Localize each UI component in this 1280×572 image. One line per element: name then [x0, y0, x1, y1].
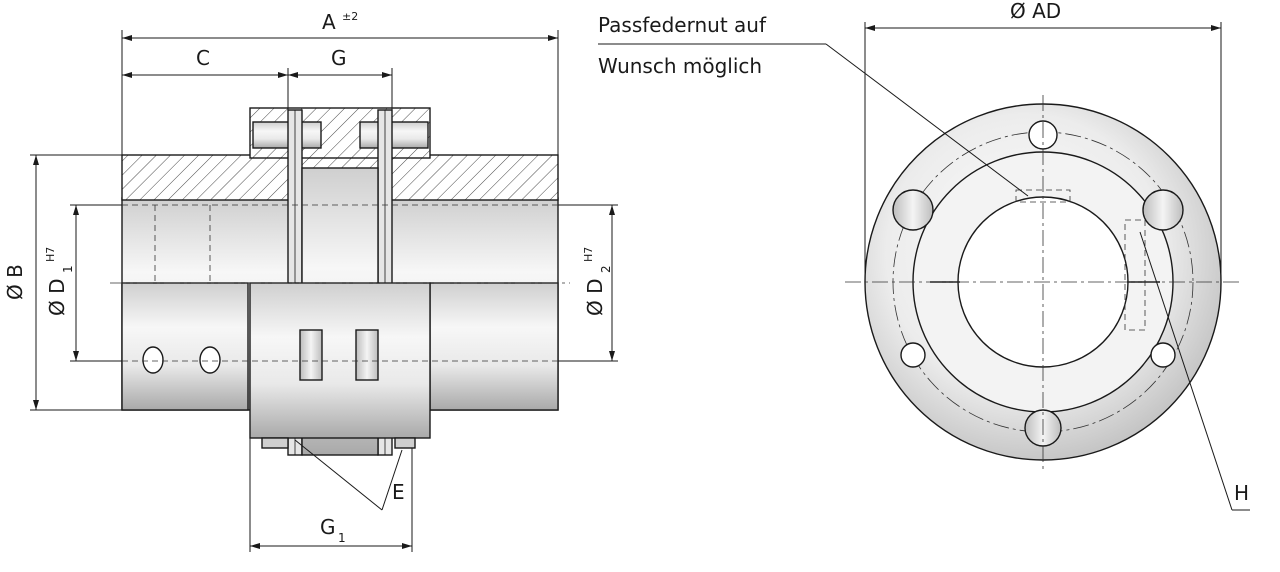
- bolt-hole-left-top: [892, 189, 934, 231]
- note-line-2: Wunsch möglich: [598, 54, 762, 78]
- dimensions-side: [30, 30, 618, 552]
- svg-text:Ø D: Ø D: [583, 279, 607, 317]
- bolt-top-right: [359, 121, 429, 149]
- svg-text:H7: H7: [582, 247, 595, 262]
- clamp-hub-left: [121, 282, 249, 411]
- svg-text:H7: H7: [44, 247, 57, 262]
- clamp-hole-2: [199, 346, 221, 374]
- side-view: [110, 107, 570, 456]
- nut-lower-right: [355, 329, 379, 381]
- label-C: C: [196, 46, 210, 70]
- label-H: H: [1234, 481, 1249, 505]
- keyway-right: [1124, 219, 1146, 331]
- svg-text:Ø D: Ø D: [45, 279, 69, 317]
- label-A-tolerance: ±2: [342, 10, 358, 23]
- bolt-hole-right-bottom: [1150, 342, 1176, 368]
- bolt-hole-right-top: [1142, 189, 1184, 231]
- svg-text:2: 2: [599, 265, 613, 273]
- svg-text:Ø B: Ø B: [3, 264, 27, 300]
- front-view: [845, 95, 1240, 470]
- label-AD: Ø AD: [1010, 0, 1061, 23]
- label-D1: Ø D 1 H7: [44, 247, 75, 316]
- clamp-hole-1: [142, 346, 164, 374]
- svg-text:1: 1: [61, 265, 75, 273]
- label-G1-sub: 1: [338, 531, 346, 545]
- bolt-bottom-right: [394, 437, 416, 449]
- label-G: G: [331, 46, 347, 70]
- label-E: E: [392, 480, 405, 504]
- hub-right: [429, 282, 559, 411]
- bolt-hole-left-bottom: [900, 342, 926, 368]
- keyway-top: [1015, 189, 1071, 203]
- label-G1: G: [320, 515, 336, 539]
- nut-lower-left: [299, 329, 323, 381]
- flange-lower: [249, 282, 431, 439]
- bolt-bottom-left: [261, 437, 289, 449]
- label-A: A: [322, 10, 336, 34]
- label-B: Ø B: [3, 264, 27, 300]
- note-line-1: Passfedernut auf: [598, 13, 767, 37]
- bolt-top-left: [252, 121, 322, 149]
- dimensions-front: [598, 22, 1250, 511]
- label-D2: Ø D 2 H7: [582, 247, 613, 316]
